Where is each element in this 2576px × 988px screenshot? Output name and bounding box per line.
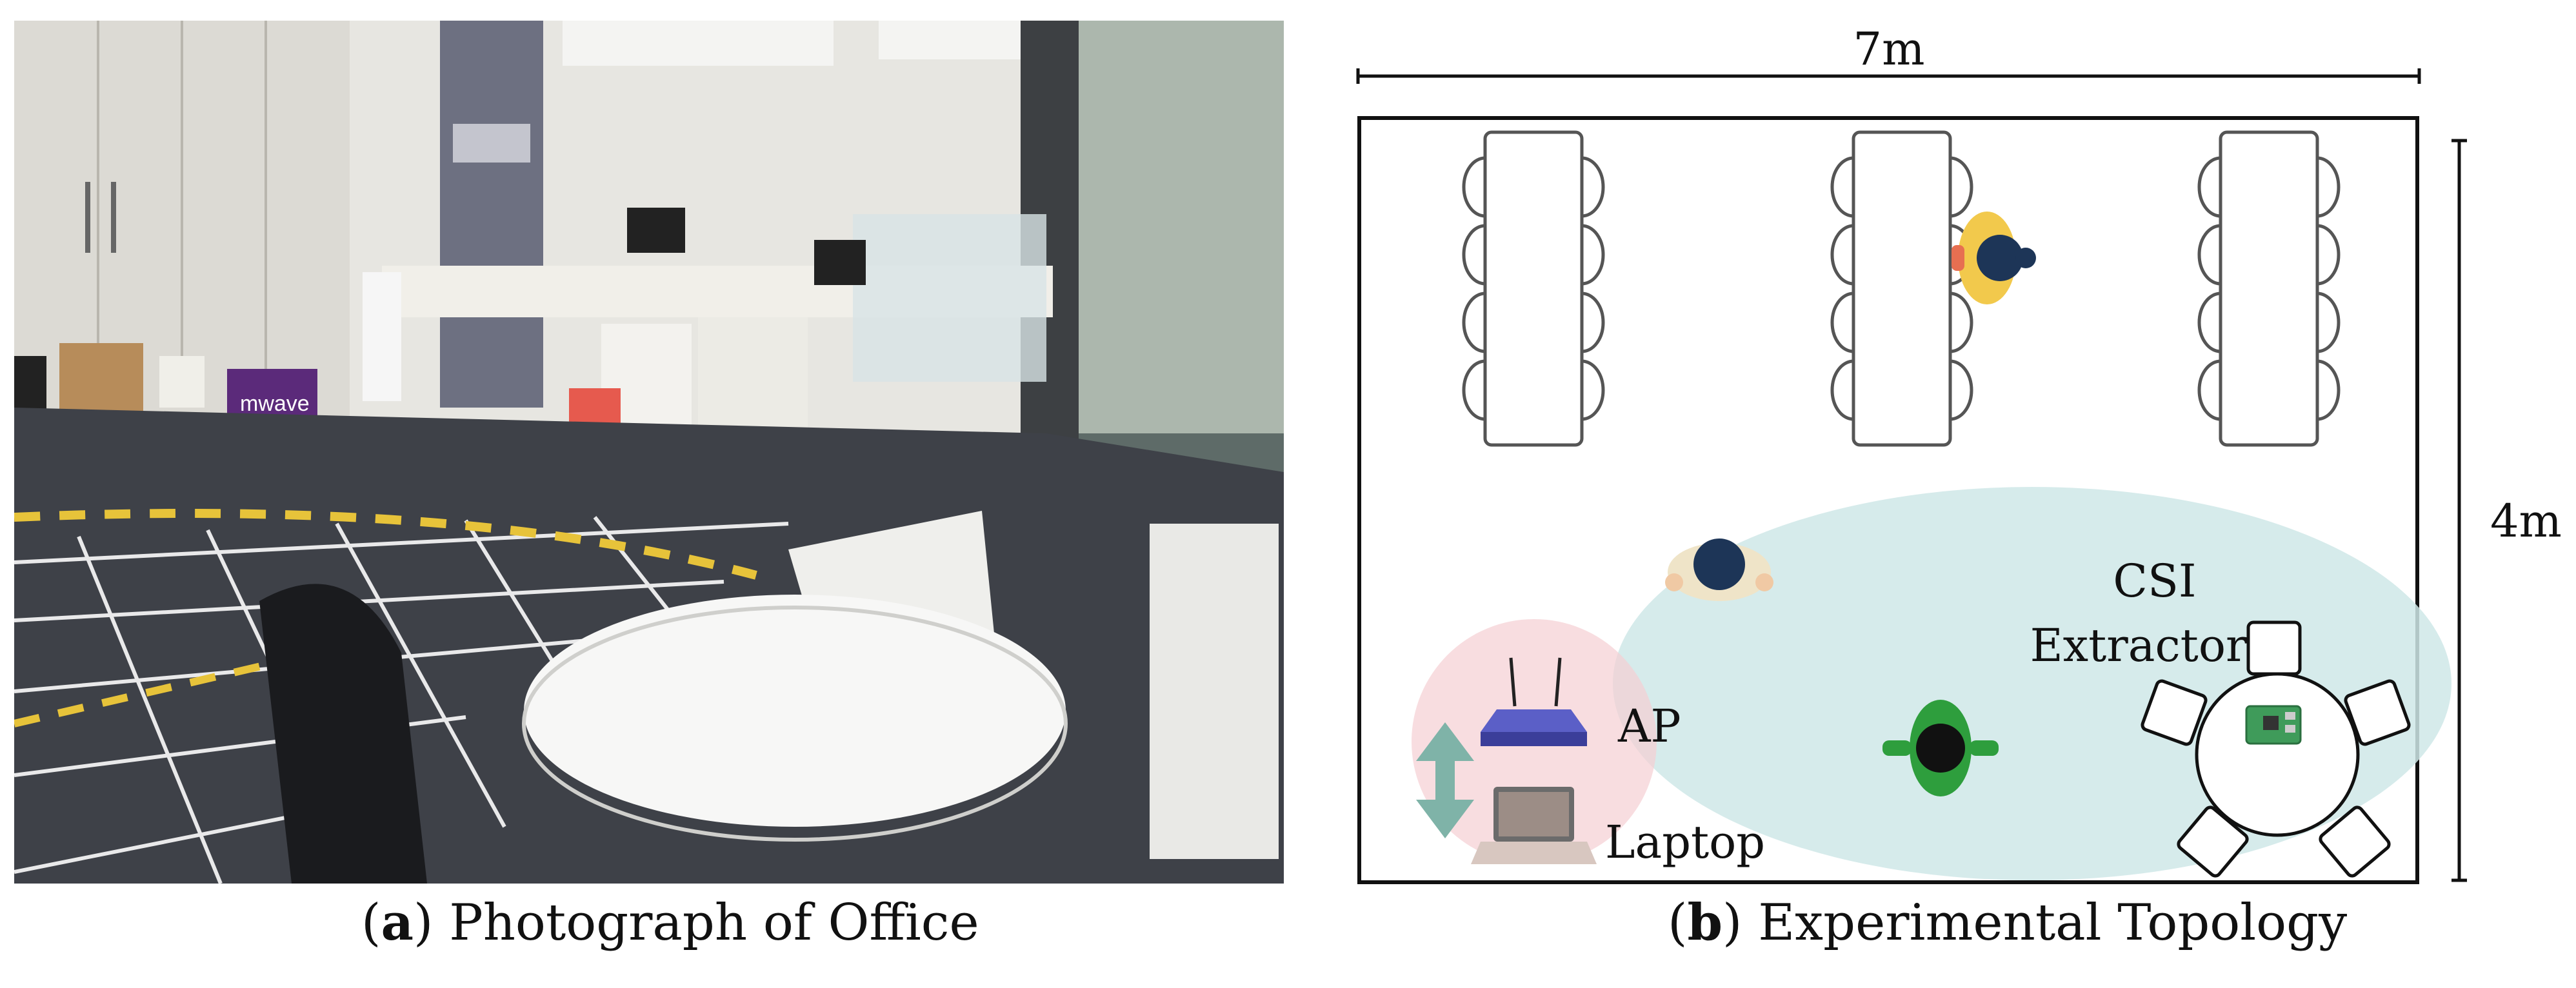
width-label: 7m (1853, 26, 1925, 75)
laptop-icon (1471, 787, 1597, 864)
caption-b-text: Experimental Topology (1758, 894, 2348, 952)
caption-b: (b) Experimental Topology (1668, 893, 2348, 952)
raspberry-pi-icon (2245, 705, 2302, 745)
csi-label-line2: Extractor (2030, 619, 2248, 672)
csi-label-line1: CSI (2113, 555, 2196, 608)
banner (440, 21, 543, 408)
caption-a-label: a (381, 893, 414, 952)
black-chair (259, 584, 427, 884)
topology-diagram: 7m 4m (1348, 26, 2561, 896)
laptop-label: Laptop (1605, 816, 1765, 869)
ap-label: AP (1617, 700, 1681, 753)
office-photograph: mwave (14, 21, 1284, 884)
caption-a: (a) Photograph of Office (361, 893, 979, 952)
round-table (524, 595, 1066, 827)
office-photo-illustration: mwave (14, 21, 1284, 884)
floor-grid (14, 516, 789, 884)
box-brand-text: mwave (240, 391, 310, 416)
round-table-group (2141, 620, 2411, 878)
bidirectional-arrow-icon (1416, 722, 1474, 838)
height-label: 4m (2490, 495, 2561, 548)
desk-group-left (1462, 130, 1605, 447)
desk-group-right (2197, 130, 2341, 447)
fan (363, 272, 401, 401)
width-dimension: 7m (1356, 26, 2421, 84)
height-dimension: 4m (2451, 139, 2561, 882)
caption-a-text: Photograph of Office (449, 894, 979, 952)
caption-b-label: b (1687, 893, 1722, 952)
person-icon (1952, 212, 2036, 304)
person-icon (1882, 700, 1999, 796)
desk-group-middle (1830, 130, 1973, 447)
router-icon (1481, 657, 1587, 746)
person-icon (1665, 538, 1773, 601)
